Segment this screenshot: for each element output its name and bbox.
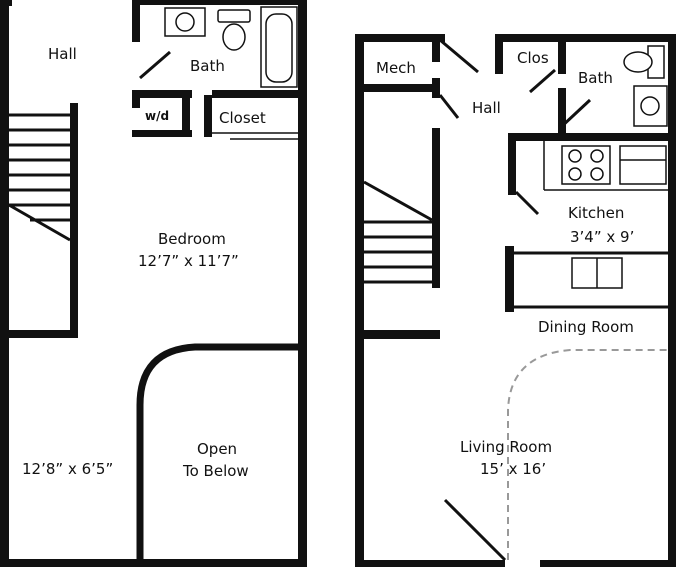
dining-area-dashed-line [507, 349, 668, 560]
kitchen-west-wall [508, 133, 516, 195]
loft-size-label: 12’8” x 6’5” [22, 460, 113, 478]
entry-door-swing [443, 498, 507, 562]
upper-west-wall [0, 0, 9, 567]
clos-label: Clos [517, 49, 549, 67]
bath-west-wall-lower [558, 88, 566, 133]
lower-floor-plan: Mech Clos Bath Hall Kitchen 3’4” x 9’ Di… [355, 34, 676, 567]
refrigerator [619, 145, 667, 185]
upper-stairs [8, 113, 71, 242]
dining-room-label: Dining Room [538, 318, 634, 336]
burner-1 [568, 149, 582, 163]
stair-east-wall [70, 103, 78, 338]
stair-south-wall [0, 330, 78, 338]
clos-door-swing [529, 68, 556, 94]
bath-west-wall [132, 0, 140, 42]
hall-door-swing [438, 94, 460, 119]
upper-south-wall [0, 559, 307, 567]
kitchen-door-swing [514, 190, 540, 216]
lower-toilet-bowl [623, 51, 653, 73]
closet-label: Closet [219, 109, 266, 127]
lower-east-wall [668, 34, 676, 567]
bath-south-wall [132, 90, 192, 98]
stove [561, 145, 611, 185]
lower-bath-door-swing [558, 98, 592, 130]
mech-label: Mech [376, 59, 416, 77]
kitchen-size-label: 3’4” x 9’ [570, 228, 634, 246]
burner-4 [590, 167, 604, 181]
kitchen-label: Kitchen [568, 204, 624, 222]
closet-west-wall [204, 95, 212, 137]
upper-bathtub-basin [265, 13, 293, 83]
lower-north-wall-left [355, 34, 445, 42]
upper-sink-basin [175, 12, 195, 32]
lower-south-wall-right [540, 560, 676, 567]
clos-east-wall [558, 34, 566, 74]
lower-stair-south-wall [355, 330, 440, 339]
lower-west-wall [355, 34, 364, 567]
open-label-line1: Open [197, 440, 237, 458]
bedroom-label: Bedroom [158, 230, 226, 248]
kitchen-north-wall [508, 133, 676, 141]
lower-south-wall-left [355, 560, 505, 567]
counter-west-wall [505, 246, 514, 312]
upper-toilet-bowl [222, 23, 246, 51]
mech-door-swing [439, 38, 479, 74]
wd-east-wall [182, 95, 190, 137]
mech-south-wall [355, 84, 440, 92]
wd-south-wall [132, 130, 192, 137]
bedroom-size-label: 12’7” x 11’7” [138, 252, 239, 270]
upper-sink [164, 7, 206, 37]
lower-sink-basin [640, 96, 660, 116]
bath-south-wall-right [212, 90, 307, 98]
lower-stairs [363, 180, 433, 284]
mech-east-wall [432, 34, 440, 62]
burner-3 [568, 167, 582, 181]
open-label-line2: To Below [182, 462, 249, 480]
lower-sink [633, 85, 668, 127]
living-room-label: Living Room [460, 438, 552, 456]
upper-toilet-tank [217, 9, 251, 23]
upper-north-wall-right [132, 0, 307, 5]
mech-east-wall-2 [432, 78, 440, 98]
lower-stair-east-wall [432, 128, 440, 288]
upper-north-wall-left [0, 0, 12, 6]
wd-label: w/d [145, 109, 169, 123]
clos-west-wall [495, 34, 503, 74]
upper-east-wall [298, 0, 307, 567]
upper-bath-label: Bath [190, 57, 225, 75]
living-room-size-label: 15’ x 16’ [480, 460, 546, 478]
lower-north-wall-right [495, 34, 676, 42]
wd-west-wall [132, 90, 140, 108]
upper-floor-plan: Hall Bath w/d Closet Bedroom 12’7” x 11’… [0, 0, 307, 567]
bath-door-swing [139, 50, 171, 80]
open-to-below-wall [136, 343, 298, 559]
burner-2 [590, 149, 604, 163]
lower-hall-label: Hall [472, 99, 501, 117]
hall-label: Hall [48, 45, 77, 63]
lower-bath-label: Bath [578, 69, 613, 87]
